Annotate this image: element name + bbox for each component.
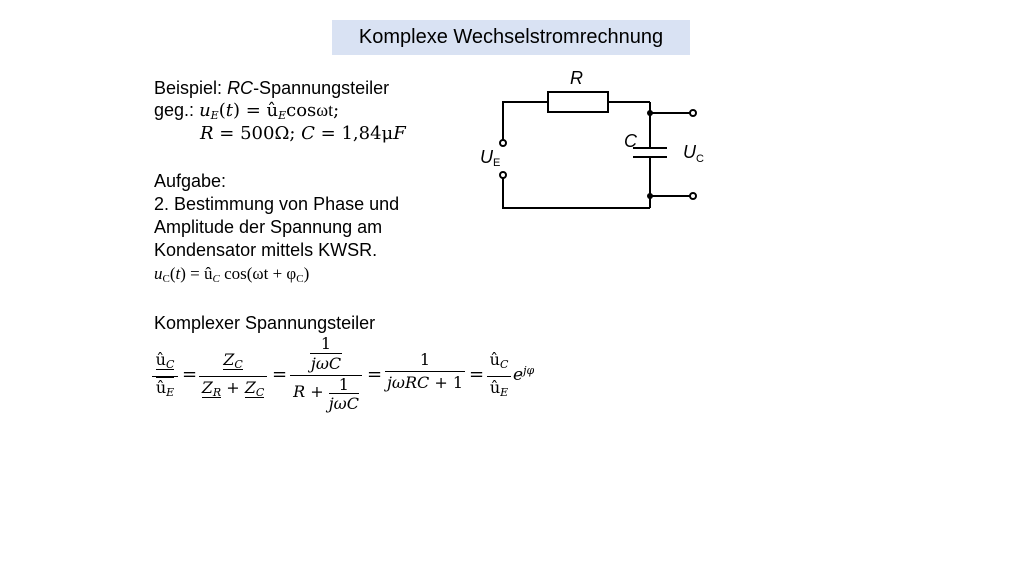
node-top [647,110,653,116]
example-topic-rest: -Spannungsteiler [253,78,390,98]
output-terminal-top [689,109,697,117]
task-line-3: Kondensator mittels KWSR. [154,240,378,260]
given-label: geg.: [154,100,195,120]
given-line-2-expr: R = 500Ω; C = 1,84μF [200,123,406,144]
node-bottom [647,193,653,199]
output-voltage-subscript: C [696,153,704,165]
task-heading: Aufgabe: [154,171,227,191]
task-line-2: Amplitude der Spannung am [154,217,383,237]
capacitor-label: C [624,131,638,151]
fraction-jwrc: 1 jωRC + 1 [385,350,465,392]
fraction-amplitude: ûC ûE [487,350,511,403]
task-formula: uC(t) = ûC cos(ωt + φC) [154,264,310,285]
fraction-uc-ue: ûC ûE [152,350,178,403]
output-voltage-label: U [683,142,697,162]
input-voltage-subscript: E [493,157,500,169]
given-line-2: R = 500Ω; C = 1,84μF [200,122,406,145]
example-label: Beispiel: [154,78,223,98]
given-line-1: geg.: uE(t) = ûEcosωt; [154,99,339,127]
example-heading: Beispiel: RC-Spannungsteiler [154,77,389,99]
resistor-label: R [570,68,583,88]
exponential: ejφ [513,364,535,385]
resistor [547,91,609,113]
output-terminal-bottom [689,192,697,200]
page-title: Komplexe Wechselstromrechnung [332,20,690,55]
wire-bottom [502,178,650,209]
input-terminal-top [499,139,507,147]
input-voltage-label: U [480,147,494,167]
divider-heading: Komplexer Spannungsteiler [154,313,376,333]
task-line-1: 2. Bestimmung von Phase und [154,194,400,214]
example-topic-italic: RC [227,78,254,98]
wire-left-top [502,101,548,140]
fraction-zc-zr-zc: ZC ZR + ZC [199,350,267,403]
given-line-1-expr: uE(t) = ûEcosωt; [199,100,340,122]
input-terminal-bottom [499,171,507,179]
